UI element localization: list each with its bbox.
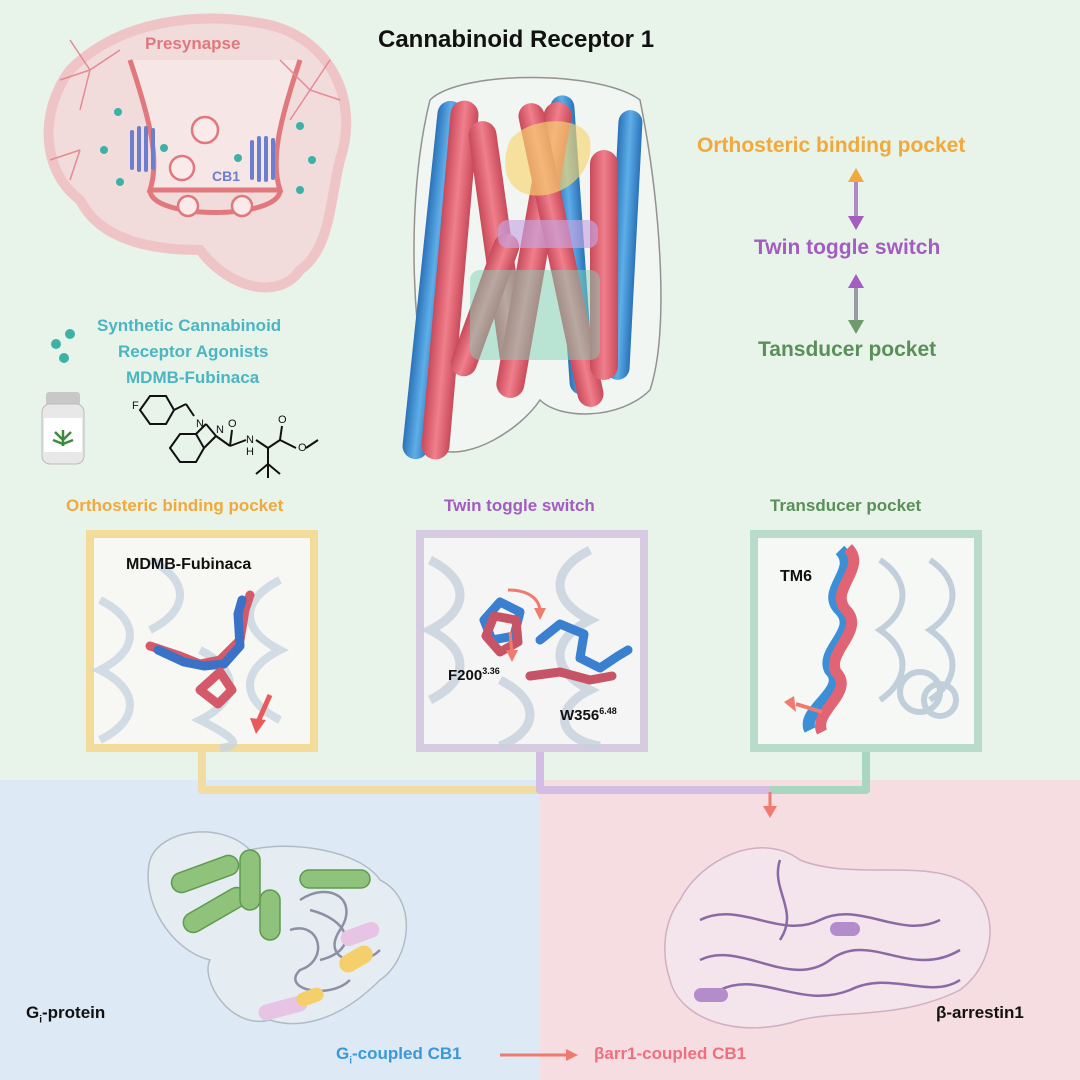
- molecule-atom-h: H: [246, 446, 254, 458]
- panel2-residue1: F2003.36: [448, 666, 500, 684]
- gi-label-sub: i: [39, 1014, 43, 1026]
- flow-left-label: Gi-coupled CB1: [336, 1044, 462, 1066]
- pathway-arrows: [848, 168, 864, 334]
- molecule-atom-o2: O: [278, 414, 287, 426]
- panel2-residue2: W3566.48: [560, 706, 617, 724]
- flow-arrow: [500, 1049, 578, 1061]
- brain-illustration: [43, 13, 352, 293]
- neurons: [49, 39, 341, 181]
- flow-right-label: βarr1-coupled CB1: [594, 1044, 747, 1063]
- pathway-transducer: Tansducer pocket: [758, 338, 937, 361]
- residue1-name: F200: [448, 667, 483, 684]
- molecule-atom-n1: N: [196, 418, 204, 430]
- molecule-atom-n2: N: [216, 424, 224, 436]
- vesicles: [168, 115, 254, 218]
- flow-left-g: G: [336, 1044, 350, 1063]
- residue2-name: W356: [560, 707, 600, 724]
- cb1-receptor-left: [130, 126, 155, 172]
- panel2-title: Twin toggle switch: [444, 496, 595, 515]
- residue2-superscript: 6.48: [599, 706, 617, 716]
- panel1-ligand-label: MDMB-Fubinaca: [126, 556, 252, 573]
- residue1-superscript: 3.36: [482, 666, 500, 676]
- molecule-structure: [138, 395, 319, 478]
- gi-protein-complex: [147, 831, 407, 1025]
- beta-arrestin-label: β-arrestin1: [936, 1003, 1024, 1022]
- flow-left-sub: i: [349, 1055, 353, 1067]
- cb1-receptor-right: [250, 136, 275, 182]
- ligand-dots: [100, 108, 316, 194]
- drug-bottle-icon: [41, 392, 85, 465]
- gi-protein-label: Gi-protein: [26, 1003, 105, 1025]
- molecule-atom-f: F: [132, 400, 139, 412]
- binding-pocket-highlight: [505, 121, 591, 196]
- panel1-title: Orthosteric binding pocket: [66, 496, 284, 515]
- molecule-atom-n3: N: [246, 434, 254, 446]
- panel-transducer: [750, 530, 982, 752]
- panel-orthosteric: [86, 530, 318, 752]
- agonist-dots: [51, 329, 75, 363]
- agonist-line3: MDMB-Fubinaca: [126, 368, 260, 387]
- presynapse-label: Presynapse: [145, 34, 241, 53]
- panel-toggle-switch: [416, 530, 648, 752]
- gi-label-suffix: -protein: [42, 1003, 106, 1022]
- agonist-line2: Receptor Agonists: [118, 342, 269, 361]
- molecule-atom-o1: O: [228, 418, 237, 430]
- gi-label-g: G: [26, 1003, 40, 1022]
- cb1-label: CB1: [212, 168, 241, 184]
- page-title: Cannabinoid Receptor 1: [378, 26, 655, 53]
- cb1-receptor-structure: [402, 76, 662, 460]
- panel3-tm6-label: TM6: [780, 568, 812, 585]
- toggle-switch-highlight: [498, 220, 598, 248]
- connector-lines: [198, 752, 870, 794]
- beta-arrestin-complex: [664, 847, 991, 1029]
- molecule-atom-o3: O: [298, 442, 307, 454]
- panel3-title: Transducer pocket: [770, 496, 922, 515]
- pathway-toggle-switch: Twin toggle switch: [754, 236, 941, 259]
- agonist-line1: Synthetic Cannabinoid: [97, 316, 282, 335]
- transducer-pocket-highlight: [470, 270, 600, 360]
- flow-left-suffix: -coupled CB1: [352, 1044, 462, 1063]
- pathway-orthosteric: Orthosteric binding pocket: [697, 134, 966, 157]
